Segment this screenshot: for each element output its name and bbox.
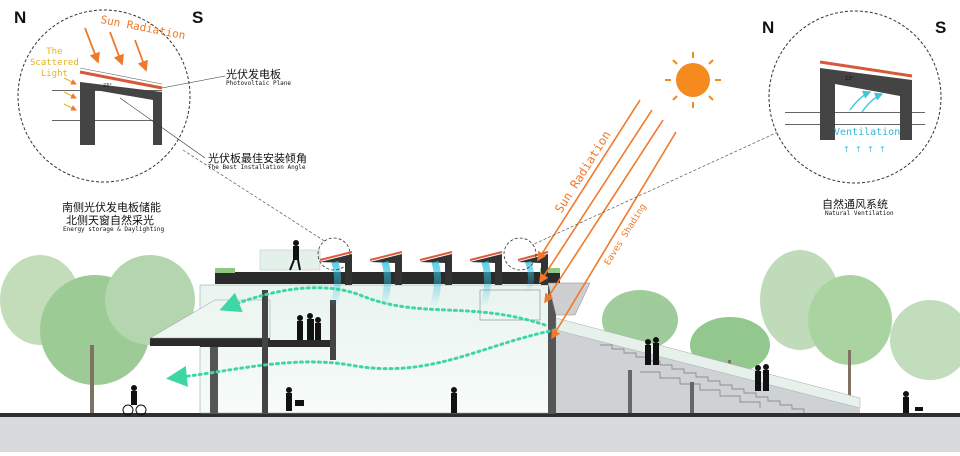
compass-n-left: N — [14, 8, 27, 27]
scattered-light-line-2: Scattered — [30, 58, 79, 68]
pv-plane-cn: 光伏发电板 — [226, 68, 281, 81]
left-caption-en: Energy storage & Daylighting — [63, 226, 165, 233]
left-caption-cn-2: 北侧天窗自然采光 — [66, 214, 154, 227]
detail-circle-left — [17, 9, 226, 183]
compass-s-right: S — [935, 18, 947, 37]
svg-text:↑: ↑ — [867, 145, 874, 154]
sun-radiation-rays — [537, 99, 677, 340]
green-air-flow — [166, 286, 557, 387]
ground-line — [0, 413, 960, 417]
install-angle-cn: 光伏板最佳安装倾角 — [208, 152, 307, 165]
daylight-shafts — [329, 260, 534, 309]
scattered-light-line-3: Light — [40, 69, 68, 79]
skylight-modules — [319, 251, 549, 285]
building-section — [149, 249, 591, 414]
sun-icon — [665, 52, 721, 108]
compass-s-left: S — [192, 8, 204, 27]
left-angle-value: 23° — [103, 83, 113, 89]
svg-text:↑: ↑ — [855, 145, 862, 154]
left-caption-cn-1: 南侧光伏发电板储能 — [62, 201, 161, 214]
pv-plane-en: Photovoltaic Plane — [226, 80, 292, 87]
ground — [0, 417, 960, 452]
detail-circle-right: ↑ ↑ ↑ ↑ — [768, 10, 942, 184]
right-caption-cn: 自然通风系统 — [822, 198, 888, 211]
background-trees — [0, 250, 960, 413]
landscape-stairs — [555, 317, 861, 413]
scattered-light-label: The Scattered Light — [30, 47, 79, 80]
callout-circle-right — [503, 237, 537, 271]
scattered-light-line-1: The — [46, 47, 63, 57]
install-angle-en: The Best Installation Angle — [208, 164, 306, 171]
people-silhouettes — [122, 240, 923, 416]
svg-text:↑: ↑ — [879, 145, 886, 154]
right-caption-en: Natural Ventilation — [825, 210, 894, 217]
svg-text:↑: ↑ — [843, 145, 850, 154]
callout-circle-left — [317, 237, 351, 271]
ventilation-label: Ventilation — [834, 127, 901, 138]
right-angle-value: 23° — [845, 76, 855, 82]
compass-n-right: N — [762, 18, 775, 37]
